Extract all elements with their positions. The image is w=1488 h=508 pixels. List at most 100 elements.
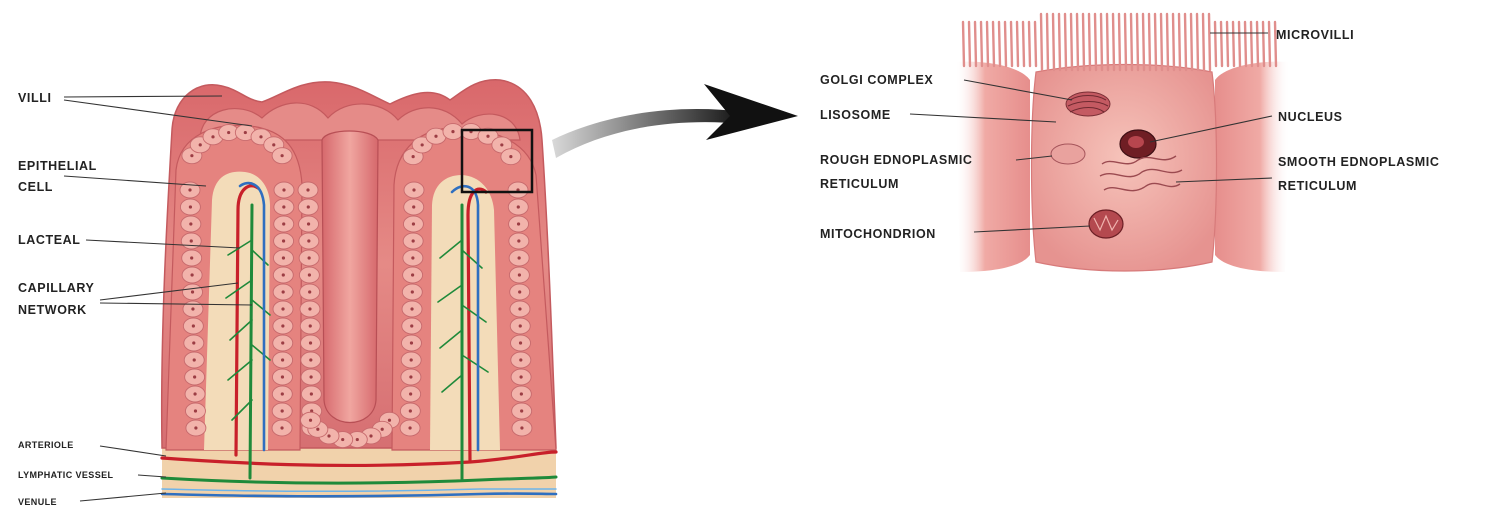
- epithelial-cell: [273, 267, 293, 283]
- microvillus: [1023, 22, 1024, 66]
- microvillus: [963, 22, 964, 66]
- microvillus: [999, 22, 1000, 66]
- epithelial-cell: [509, 216, 529, 232]
- microvillus: [1089, 14, 1090, 70]
- lysosome: [1051, 144, 1085, 164]
- epithelial-cell: [273, 301, 293, 317]
- epithelial-cell: [300, 301, 320, 317]
- epithelial-cell: [299, 250, 319, 266]
- label-lisosome: LISOSOME: [820, 108, 891, 122]
- microvillus: [1245, 22, 1246, 66]
- label-smooth-er-2: RETICULUM: [1278, 179, 1357, 193]
- label-capillary-network-2: NETWORK: [18, 303, 87, 317]
- microvillus: [1263, 22, 1264, 66]
- epithelial-cell: [403, 250, 423, 266]
- microvillus: [1173, 14, 1174, 70]
- microvillus: [969, 22, 970, 66]
- epithelial-cell: [185, 403, 205, 419]
- epithelial-cell: [183, 301, 203, 317]
- microvillus: [1011, 22, 1012, 66]
- epithelial-cell: [501, 149, 521, 165]
- epithelial-cell: [273, 335, 293, 351]
- microvillus: [1149, 14, 1150, 70]
- epithelial-cell: [510, 318, 530, 334]
- epithelial-cell: [512, 403, 532, 419]
- epithelial-cell: [185, 386, 205, 402]
- epithelial-cell: [443, 124, 463, 140]
- epithelial-cell: [401, 386, 421, 402]
- microvillus: [1269, 22, 1270, 66]
- label-epithelial-cell-2: CELL: [18, 180, 53, 194]
- epithelial-cell: [273, 352, 293, 368]
- epithelial-cell: [274, 199, 294, 215]
- epithelial-cell: [401, 369, 421, 385]
- microvillus: [1239, 22, 1240, 66]
- microvillus: [1191, 14, 1192, 70]
- epithelial-cell: [300, 318, 320, 334]
- epithelial-cell: [509, 233, 529, 249]
- epithelial-cell: [182, 267, 202, 283]
- epithelial-cell: [301, 369, 321, 385]
- microvillus: [993, 22, 994, 66]
- epithelial-cell: [508, 182, 528, 198]
- microvillus: [1215, 22, 1216, 66]
- epithelial-cell: [182, 250, 202, 266]
- epithelial-cell: [184, 352, 204, 368]
- mitochondrion: [1089, 210, 1123, 238]
- epithelial-cell: [511, 352, 531, 368]
- epithelial-cell: [400, 403, 420, 419]
- microvillus: [1029, 22, 1030, 66]
- microvillus: [1155, 14, 1156, 70]
- epithelial-cell: [510, 301, 530, 317]
- epithelial-cell: [301, 412, 321, 428]
- epithelial-cell: [509, 267, 529, 283]
- label-villi: VILLI: [18, 91, 52, 105]
- epithelial-cell: [272, 148, 292, 164]
- label-lymphatic-vessel: LYMPHATIC VESSEL: [18, 470, 114, 480]
- microvillus: [1119, 14, 1120, 70]
- epithelial-cell: [301, 335, 321, 351]
- epithelial-cell: [274, 216, 294, 232]
- epithelial-cell: [272, 386, 292, 402]
- epithelial-cell: [511, 369, 531, 385]
- epithelial-cell: [183, 318, 203, 334]
- microvillus: [1041, 14, 1042, 70]
- microvillus: [1125, 14, 1126, 70]
- epithelial-cell: [272, 420, 292, 436]
- microvillus: [1065, 14, 1066, 70]
- microvillus: [1137, 14, 1138, 70]
- microvillus: [987, 22, 988, 66]
- epithelial-cell: [298, 182, 318, 198]
- microvillus: [1035, 22, 1036, 66]
- epithelial-cell: [274, 233, 294, 249]
- epithelial-cell: [404, 182, 424, 198]
- epithelial-cell: [272, 403, 292, 419]
- epithelial-cell: [181, 216, 201, 232]
- center-crypt: [322, 131, 378, 423]
- right-core: [430, 175, 500, 450]
- main-cell: [1032, 65, 1217, 272]
- microvillus: [1095, 14, 1096, 70]
- microvillus: [981, 22, 982, 66]
- microvilli-fringe: [963, 14, 1276, 70]
- epithelial-cell: [511, 335, 531, 351]
- epithelial-cell: [404, 199, 424, 215]
- epithelial-cell: [184, 335, 204, 351]
- microvillus: [975, 22, 976, 66]
- epithelial-cell: [403, 267, 423, 283]
- microvillus: [1005, 22, 1006, 66]
- epithelial-cell: [299, 233, 319, 249]
- microvillus: [1143, 14, 1144, 70]
- epithelial-cell: [273, 318, 293, 334]
- epithelial-cell: [298, 199, 318, 215]
- label-lacteal: LACTEAL: [18, 233, 81, 247]
- label-rough-er-2: RETICULUM: [820, 177, 899, 191]
- epithelial-cell: [274, 182, 294, 198]
- microvillus: [1179, 14, 1180, 70]
- microvillus: [1059, 14, 1060, 70]
- cell-section: [955, 14, 1290, 272]
- epithelial-cell: [509, 250, 529, 266]
- label-epithelial-cell-1: EPITHELIAL: [18, 159, 97, 173]
- microvillus: [1071, 14, 1072, 70]
